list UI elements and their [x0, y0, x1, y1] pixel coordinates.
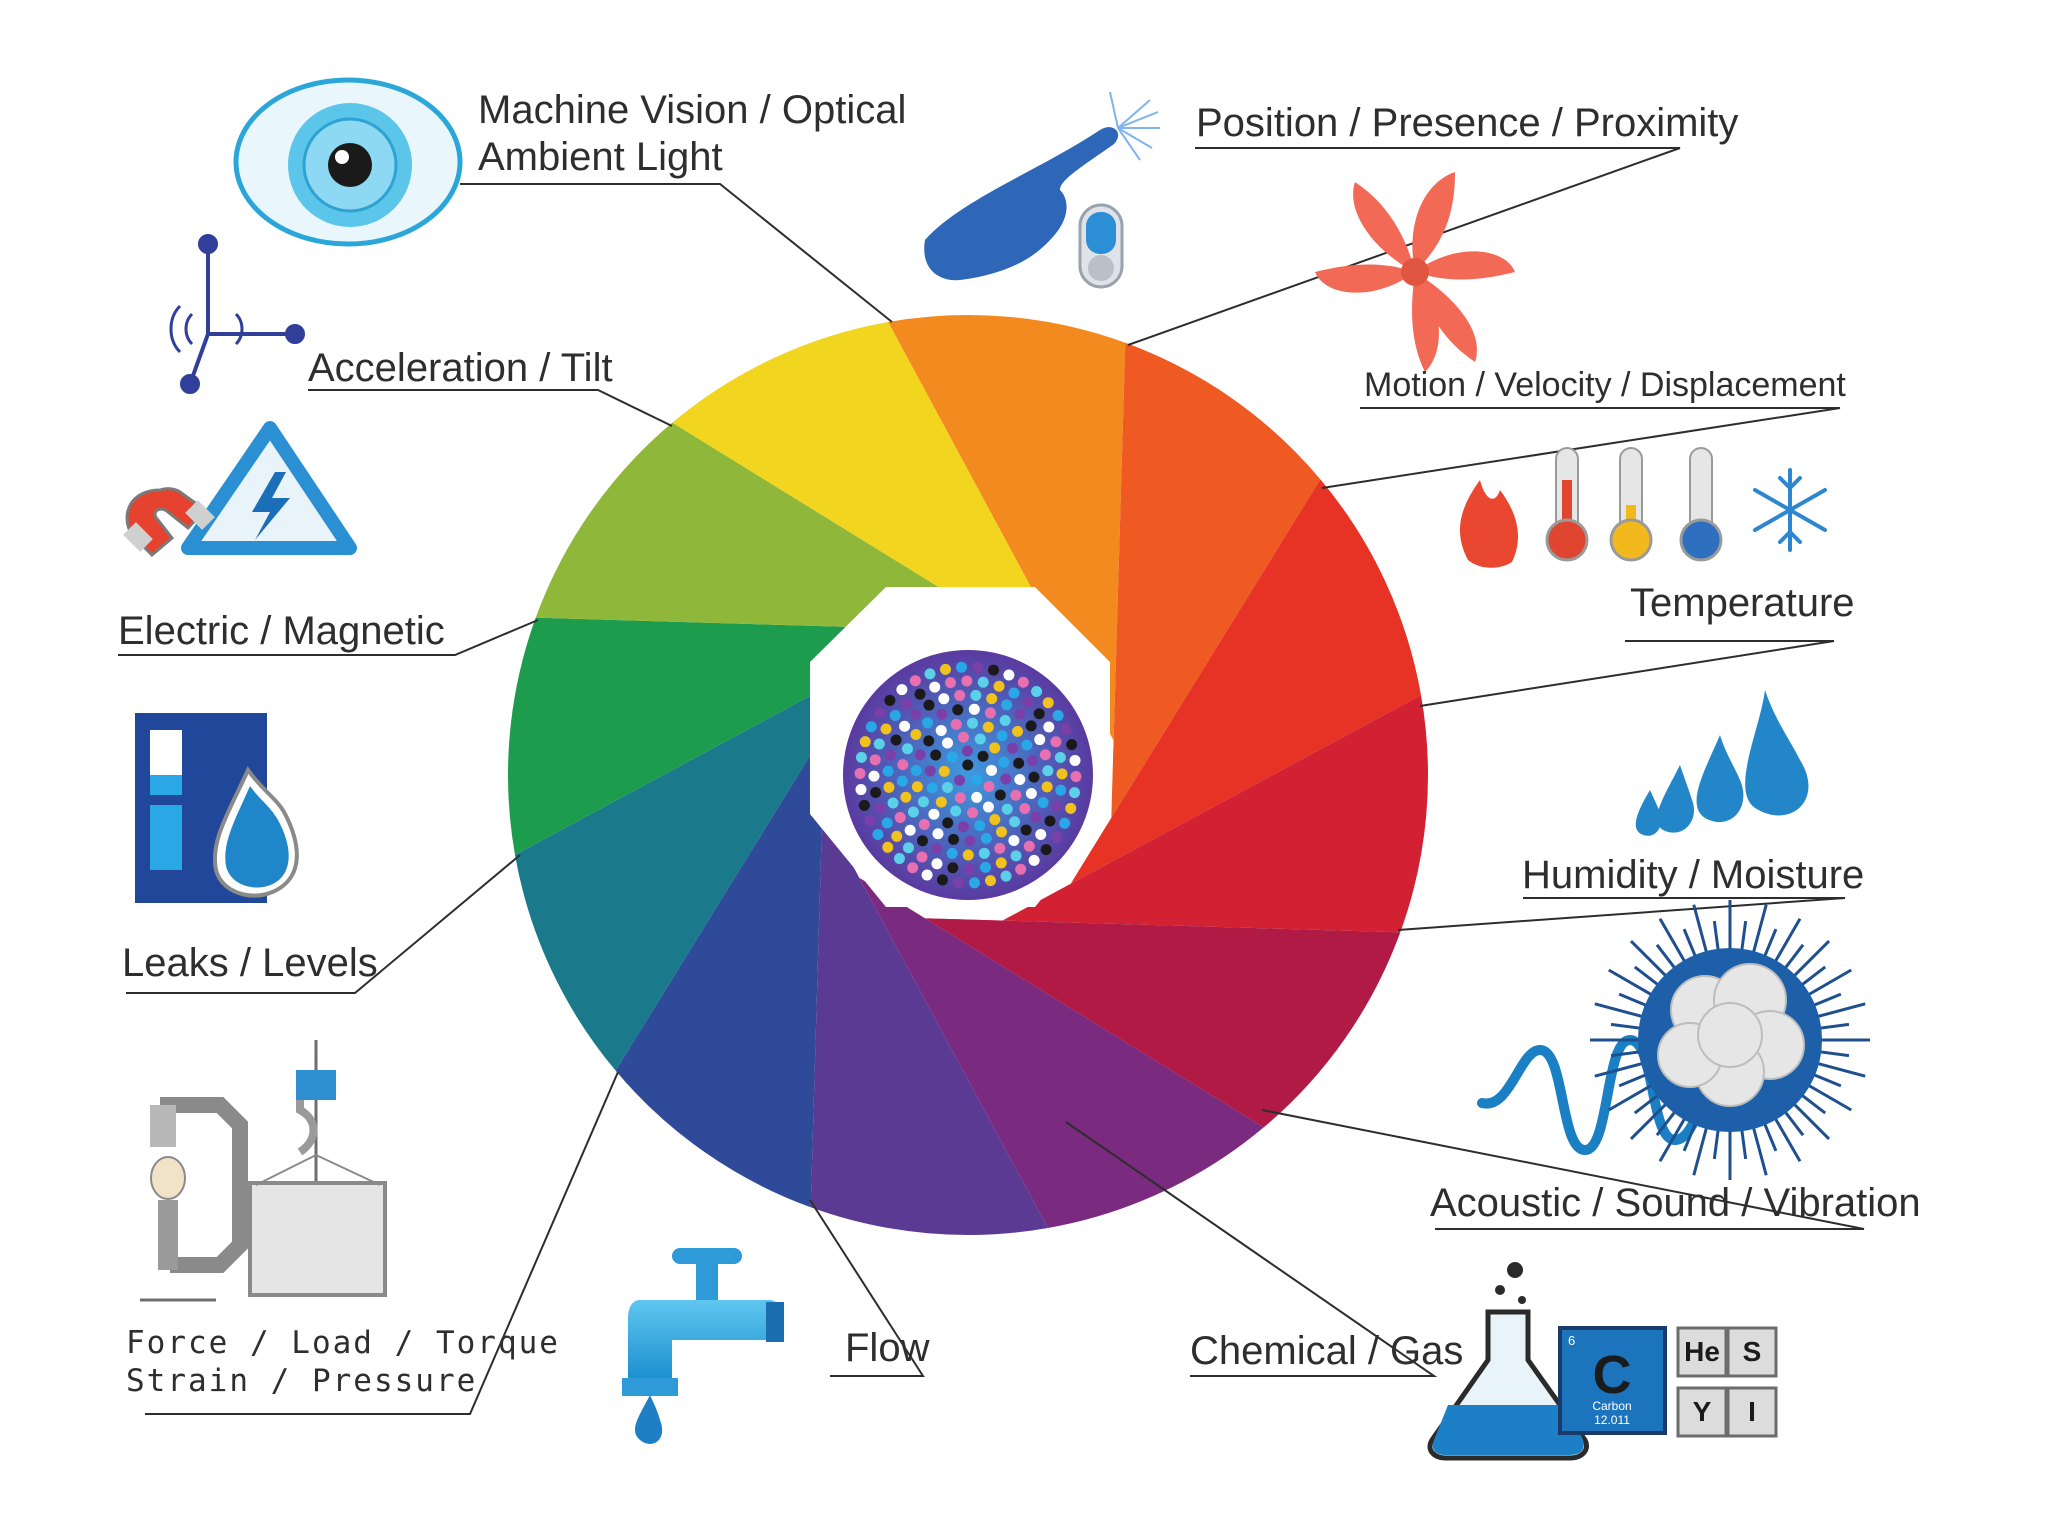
svg-text:I: I: [1748, 1396, 1756, 1427]
water-tap-icon: [622, 1248, 784, 1444]
water-drops-icon: [1635, 690, 1809, 836]
svg-text:12.011: 12.011: [1594, 1413, 1630, 1427]
label-electric: Electric / Magnetic: [118, 609, 445, 653]
touch-hand-icon: [924, 91, 1160, 289]
tank-drop-icon: [135, 713, 299, 903]
leader-lines: [118, 147, 1865, 1415]
wheel-segment-acceleration: [672, 321, 1115, 742]
svg-text:S: S: [1743, 1336, 1762, 1367]
center-dot-disc: [843, 650, 1093, 900]
flask-periodic-icon: 6 C Carbon 12.011 He S Y I: [1427, 1262, 1778, 1461]
wheel-segment-machine-vision: [888, 315, 1126, 820]
wheel-segment-humidity: [857, 876, 1401, 1128]
label-chemical: Chemical / Gas: [1190, 1329, 1464, 1373]
eye-icon: [233, 77, 463, 247]
wheel-segment-position: [1069, 342, 1321, 886]
label-acoustic: Acoustic / Sound / Vibration: [1430, 1181, 1921, 1225]
wheel-segment-temperature: [923, 695, 1428, 933]
label-temperature: Temperature: [1630, 581, 1855, 625]
sound-burst-icon: [1477, 900, 1870, 1180]
label-force: Force / Load / Torque Strain / Pressure: [126, 1325, 560, 1399]
label-acceleration: Acceleration / Tilt: [308, 346, 613, 390]
label-humidity: Humidity / Moisture: [1522, 853, 1865, 897]
svg-text:6: 6: [1568, 1333, 1575, 1348]
wheel-segment-force: [514, 628, 935, 1071]
wheel-segment-leaks: [507, 617, 1013, 855]
wheel-segment-motion: [1001, 479, 1422, 922]
magnet-warning-icon: [123, 421, 357, 558]
label-machine-vision: Machine Vision / Optical Ambient Light: [478, 88, 907, 179]
label-motion: Motion / Velocity / Displacement: [1364, 366, 1846, 404]
label-leaks: Leaks / Levels: [122, 941, 378, 985]
thermometers-icon: [1459, 447, 1827, 568]
wheel-segment-chemical: [810, 730, 1048, 1235]
axes-icon: [169, 234, 305, 394]
clamp-hook-icon: [140, 1040, 387, 1302]
svg-text:Carbon: Carbon: [1592, 1399, 1631, 1413]
svg-text:C: C: [1593, 1345, 1632, 1405]
wheel-segment-acoustic: [821, 808, 1264, 1229]
wheel-segment-flow: [615, 664, 867, 1208]
svg-text:He: He: [1684, 1336, 1720, 1367]
label-position: Position / Presence / Proximity: [1196, 101, 1739, 145]
pinwheel-icon: [1315, 172, 1515, 372]
label-flow: Flow: [845, 1326, 930, 1370]
svg-text:Y: Y: [1693, 1396, 1712, 1427]
